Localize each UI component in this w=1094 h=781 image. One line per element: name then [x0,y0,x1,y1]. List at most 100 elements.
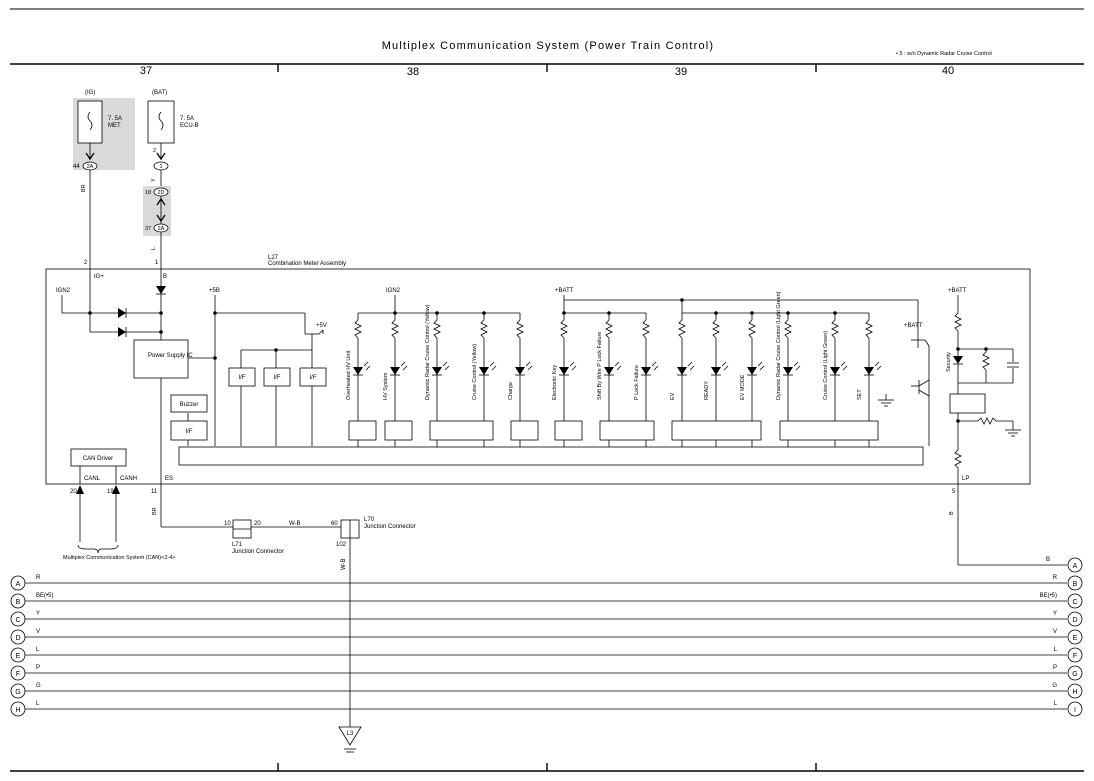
terminal-label: CANH [120,476,137,482]
lamp-column: Dynamic Radar Cruise Control (Yellow) [425,304,450,447]
connector-label: D [1072,617,1077,624]
arrow-icon [156,197,166,206]
lamp-label: Dynamic Radar Cruise Control (Light Gree… [776,291,782,400]
diagram-title: Multiplex Communication System (Power Tr… [382,40,715,52]
terminal-label: +BATT [555,288,574,294]
led-icon [864,367,874,375]
section-number: 40 [942,65,954,77]
fuse-source-label: (BAT) [152,90,167,96]
lamp-column: EV [670,313,695,447]
resistor-icon [678,319,686,339]
pin-number: 102 [336,542,347,548]
arrow-icon [112,485,120,494]
connector-label: 2D [157,190,164,196]
connector-label: 2A [158,226,165,232]
pin-number: 20 [254,521,261,527]
connector-terminal [10,665,26,681]
terminal-label: IG+ [94,274,104,280]
ground-icon [338,726,362,746]
lamp-column: Cruise Control (Light Green) [823,313,848,447]
wire-color: Y [1053,611,1057,617]
pin-number: 11 [151,489,158,495]
terminal-label: +BATT [904,323,923,329]
connector-terminal [1067,611,1083,627]
fuse-rating: 7. 5A [108,116,122,122]
connector-label: F [16,671,20,678]
pin-number: 1 [155,260,159,266]
wire-color: P [36,665,40,671]
lamp-column: Shift By Wire P Lock Failure [597,313,622,447]
lamp-label: Shift By Wire P Lock Failure [597,332,603,400]
lamp-column: Electronic Key [552,313,577,447]
fuse-box [147,100,175,144]
light-ray-icon [840,361,848,371]
connector-terminal [1067,647,1083,663]
resistor-icon [954,449,962,469]
led-icon [747,367,757,375]
lamp-column: READY [704,313,729,447]
wire-color: B [949,511,955,515]
led-icon [432,367,442,375]
led-icon [559,367,569,375]
led-icon [515,367,525,375]
led-icon [604,367,614,375]
interface-block [228,367,256,387]
connector-label: A [1073,563,1078,570]
resistor-icon [391,319,399,339]
wire-color: BE(•5) [1040,593,1057,599]
led-icon [353,367,363,375]
terminal-label: LP [962,476,969,482]
wire-color: P [1053,665,1057,671]
wire-color: BE(•5) [36,593,53,599]
transistor-5v [305,329,324,350]
lamp-label: Security [946,352,952,372]
connector-label: G [15,689,20,696]
fuse-icon [87,111,93,131]
fuse-rating: 7. 5A [180,116,194,122]
pin-number: 2 [84,260,88,266]
resistor-icon [748,319,756,339]
wire-color: L [36,701,40,707]
connector-terminal [1067,575,1083,591]
lamp-label: SET [857,389,863,400]
interface-label: I/F [310,375,317,381]
wire-color: W-B [289,521,301,527]
resistor-icon [516,319,524,339]
section-dividers [277,64,817,771]
connector-terminal [10,575,26,591]
driver-block [779,420,879,441]
connector-label: B [1073,581,1078,588]
led-icon [479,367,489,375]
driver-block [510,420,539,441]
terminal-label: +BATT [948,288,967,294]
connector-terminal [10,593,26,609]
pin-number: 5 [952,489,956,495]
buzzer-block [170,394,208,413]
pin-number: 37 [145,226,151,232]
pin-number: 44 [73,164,80,170]
pin-number: 18 [145,190,151,196]
lamp-label: P Lock Failure [634,365,640,400]
resistor-icon [954,312,962,332]
connector-terminal [10,629,26,645]
connector-label: G [1072,671,1077,678]
driver-block [671,420,762,441]
wire-color: Y [151,178,157,182]
power-supply-ic [133,339,189,379]
resistor-icon [354,319,362,339]
lamp-column: HV System [383,313,408,447]
connector-terminal [1067,557,1083,573]
led-icon [953,356,963,364]
wire-color: L [36,647,40,653]
resistor-icon [865,319,873,339]
resistor-icon [642,319,650,339]
resistor-icon [560,319,568,339]
section-number: 37 [140,65,152,77]
lamp-label: HV System [383,372,389,400]
meter-cpu-bus [178,446,924,466]
